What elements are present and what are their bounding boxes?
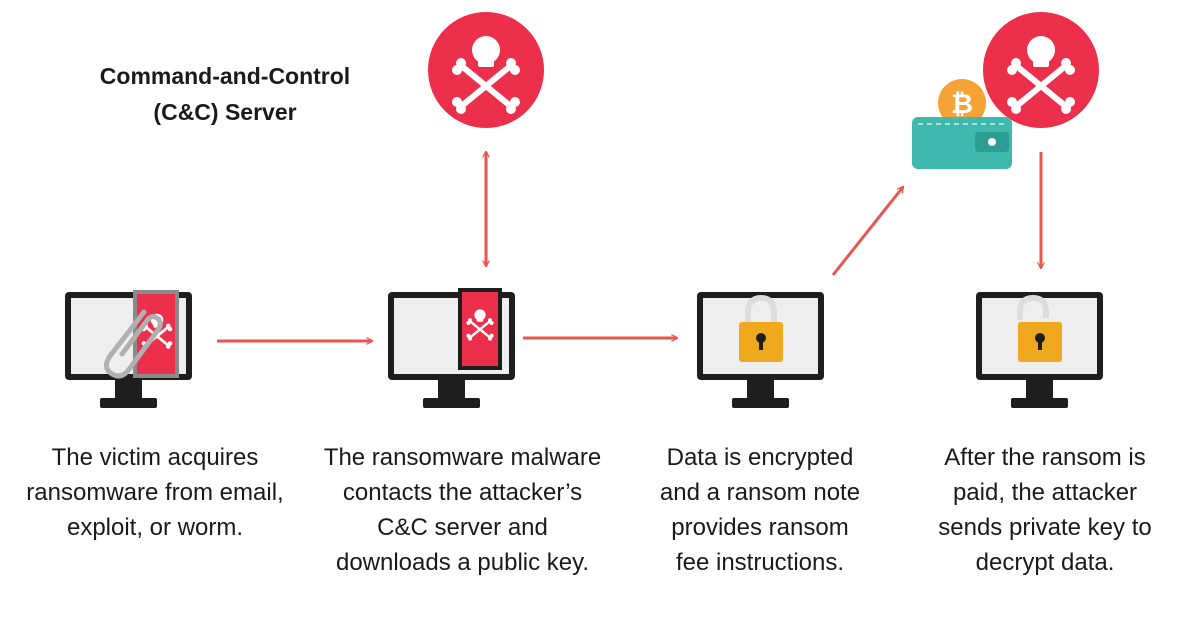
unlock-icon <box>1017 294 1062 362</box>
victim-monitor <box>65 290 192 408</box>
paperclip-icon <box>104 309 163 379</box>
decrypted-monitor <box>976 292 1103 408</box>
cc-server-label-line2: (C&C) Server <box>153 99 297 125</box>
infected-monitor <box>388 288 515 408</box>
step-4-caption: After the ransom is paid, the attacker s… <box>938 444 1152 576</box>
step-2-caption: The ransomware malware contacts the atta… <box>323 444 602 576</box>
svg-text:₿: ₿ <box>951 89 973 119</box>
cc-server-skull-icon <box>428 12 544 128</box>
cc-server-label: Command-and-Control (C&C) Server <box>95 58 355 130</box>
cc-server-label-line1: Command-and-Control <box>99 63 351 89</box>
bitcoin-icon <box>938 79 986 127</box>
attacker-skull-icon <box>983 12 1099 128</box>
encrypted-monitor <box>697 292 824 408</box>
arrow-step3-to-wallet <box>831 187 903 276</box>
step-1-caption: The victim acquires ransomware from emai… <box>26 444 284 541</box>
lock-icon <box>739 294 783 362</box>
wallet-icon: ₿ <box>912 79 1012 169</box>
step-3-caption: Data is encrypted and a ransom note prov… <box>659 444 861 576</box>
